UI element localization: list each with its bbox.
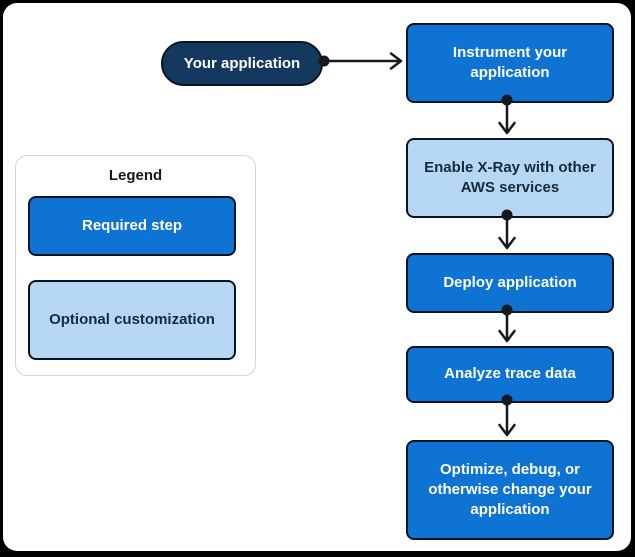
flow-step-deploy-application: Deploy application bbox=[406, 253, 614, 313]
flow-step-label: Instrument your application bbox=[452, 43, 568, 81]
flow-step-enable-xray-services: Enable X-Ray with other AWS services bbox=[406, 138, 614, 218]
legend-item-label: Required step bbox=[81, 216, 183, 234]
diagram-canvas: Your application Instrument your applica… bbox=[3, 3, 631, 551]
legend-item-optional-customization: Optional customization bbox=[28, 280, 236, 360]
node-your-application: Your application bbox=[161, 41, 323, 86]
flow-step-label: Enable X-Ray with other AWS services bbox=[424, 158, 596, 196]
flow-step-label: Deploy application bbox=[443, 273, 577, 291]
flow-step-instrument-application: Instrument your application bbox=[406, 23, 614, 103]
flow-step-label: Optimize, debug, or otherwise change you… bbox=[428, 460, 592, 519]
flow-step-label: Analyze trace data bbox=[444, 365, 576, 383]
legend-item-label: Optional customization bbox=[49, 310, 215, 328]
legend-title: Legend bbox=[108, 167, 163, 184]
flow-step-analyze-trace-data: Analyze trace data bbox=[406, 346, 614, 403]
flow-step-optimize-debug-change: Optimize, debug, or otherwise change you… bbox=[406, 440, 614, 540]
legend-panel: Legend Required step Optional customizat… bbox=[15, 155, 256, 376]
node-your-application-label: Your application bbox=[183, 55, 301, 72]
legend-item-required-step: Required step bbox=[28, 196, 236, 256]
